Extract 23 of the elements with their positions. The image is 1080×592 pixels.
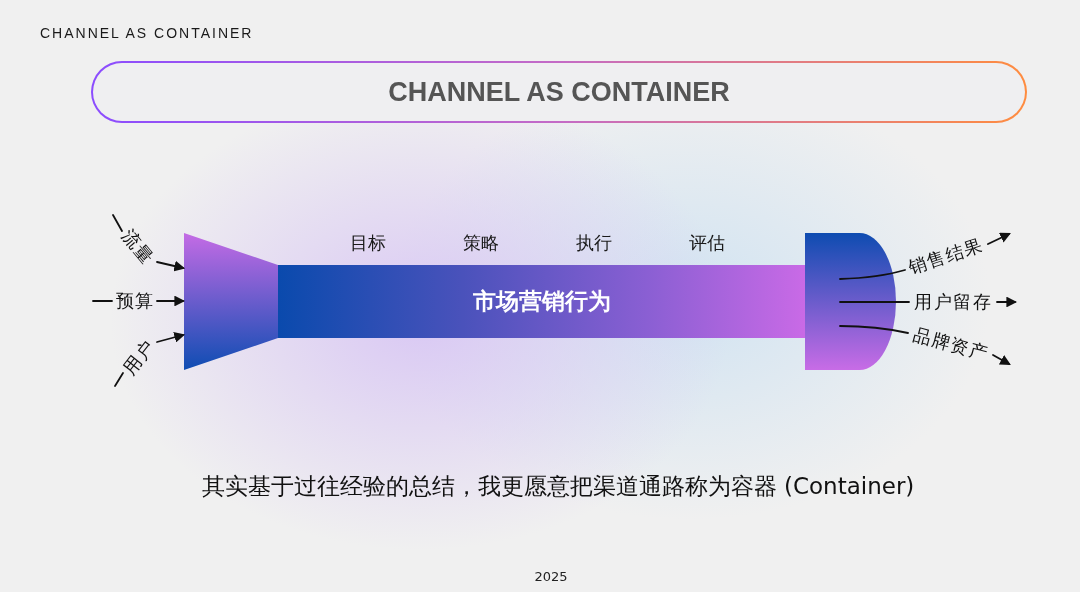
- funnel-shape: [184, 233, 278, 370]
- caption: 其实基于过往经验的总结，我更愿意把渠道通路称为容器 (Container): [201, 474, 915, 500]
- half-round-shape: [805, 233, 896, 370]
- arrow: [839, 325, 1011, 366]
- edge-label: 用户: [119, 336, 159, 378]
- edge-label: 品牌资产: [911, 325, 991, 363]
- bar-label: 市场营销行为: [472, 287, 611, 316]
- arrow: [839, 296, 1018, 308]
- edge-label: 销售结果: [906, 235, 986, 277]
- title-box: CHANNEL AS CONTAINER: [91, 61, 1027, 123]
- edge-label: 预算: [115, 292, 155, 310]
- arrow: [839, 232, 1011, 280]
- arrow: [114, 332, 186, 387]
- page-heading: CHANNEL AS CONTAINER: [40, 26, 254, 40]
- stage-label: 策略: [463, 232, 499, 253]
- stage-label: 目标: [350, 232, 386, 253]
- footer-text: 2025: [534, 569, 568, 585]
- arrow: [92, 295, 186, 307]
- arrow: [112, 214, 186, 272]
- edge-label: 流量: [118, 226, 158, 268]
- edge-label: 用户留存: [914, 293, 992, 311]
- stage-label: 评估: [689, 232, 725, 253]
- stage-label: 执行: [576, 232, 612, 253]
